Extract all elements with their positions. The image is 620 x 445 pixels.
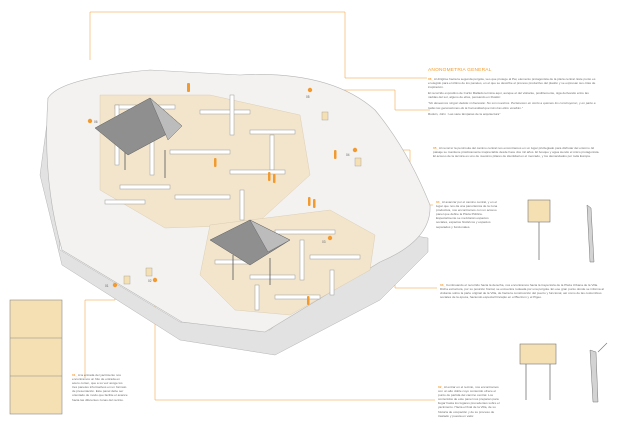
wall xyxy=(309,254,361,260)
site-panel xyxy=(354,157,362,167)
pergola-south xyxy=(209,219,291,285)
wall xyxy=(229,94,235,136)
sheet-heading: ANONOMETRIA GENERAL xyxy=(428,68,492,73)
wall xyxy=(274,294,321,300)
visitor-figure xyxy=(214,158,217,167)
panel-front xyxy=(519,343,557,365)
visitor-figure xyxy=(268,172,271,181)
panel-side xyxy=(589,349,599,403)
pergola-north xyxy=(94,97,183,178)
note-text: Al entrar en el recinto, nos encontramos… xyxy=(438,385,500,418)
panel-front xyxy=(527,199,551,223)
note-number: 03_ xyxy=(440,283,446,287)
intro-text-block: 06_ Al dirigirse hacia la segunda pérgol… xyxy=(428,77,596,116)
site-panel xyxy=(321,111,329,121)
note-number: 04_ xyxy=(436,200,442,204)
wall xyxy=(299,239,305,281)
intro-text-2: El recorrido expositivo de Curtió Mallad… xyxy=(428,91,589,100)
intro-number: 06_ xyxy=(428,77,434,81)
wall xyxy=(254,284,260,311)
marker-label-03: 03 xyxy=(322,240,326,244)
note-number: 02_ xyxy=(438,385,444,389)
pergola-roof-north-face xyxy=(149,97,183,141)
location-markers xyxy=(87,87,358,288)
marker-05 xyxy=(307,87,313,93)
marker-03 xyxy=(327,235,333,241)
site-panel xyxy=(145,267,153,277)
panel-bracket xyxy=(597,342,608,353)
marker-label-06: 06 xyxy=(94,120,98,124)
marker-01 xyxy=(112,282,118,288)
note-number: 01_ xyxy=(72,373,78,377)
marker-labels: 06 05 04 03 02 01 xyxy=(94,95,350,288)
note-02: 02_ Al entrar en el recinto, nos encontr… xyxy=(438,385,503,418)
wall xyxy=(174,194,231,200)
note-01: 01_ A la entrada del yacimiento nos enco… xyxy=(72,373,128,402)
wall xyxy=(229,169,286,175)
intro-source: Ruskin, John : Las siete lámparas de la … xyxy=(428,111,501,116)
wall xyxy=(199,109,251,115)
wall xyxy=(269,134,275,171)
note-number: 05_ xyxy=(433,146,439,150)
marker-label-01: 01 xyxy=(105,284,109,288)
intro-text: Al dirigirse hacia la segunda pérgola, v… xyxy=(428,77,596,90)
visitor-figure xyxy=(273,174,276,183)
visitor-figure xyxy=(313,199,316,208)
note-04: 04_ Al avanzar por el camino central, y … xyxy=(436,200,500,229)
marker-04 xyxy=(352,147,358,153)
visitor-figure xyxy=(308,197,311,206)
marker-02 xyxy=(152,277,158,283)
totem-panel xyxy=(9,299,63,415)
leader-line-01 xyxy=(84,285,116,378)
marker-06 xyxy=(87,118,93,124)
pergola-roof-south-face xyxy=(249,219,291,253)
wall xyxy=(249,129,296,135)
wall xyxy=(329,269,335,296)
visitor-figure xyxy=(334,150,337,159)
panel-detail-04 xyxy=(527,199,595,263)
intro-quote: "No deseemos ningún deleite ni bienestar… xyxy=(428,101,596,110)
wall xyxy=(104,199,146,205)
site-panel xyxy=(123,275,131,285)
marker-label-04: 04 xyxy=(346,153,350,157)
wall xyxy=(249,274,296,280)
leader-line-06 xyxy=(89,11,427,79)
panel-detail-01 xyxy=(9,299,63,415)
note-text: A la entrada del yacimiento nos encontra… xyxy=(72,373,128,402)
panel-detail-02 xyxy=(519,342,608,403)
visitor-figure xyxy=(187,83,190,92)
marker-label-02: 02 xyxy=(148,279,152,283)
wall xyxy=(119,184,171,190)
visitor-figure xyxy=(307,296,310,305)
wall xyxy=(274,229,336,235)
note-03: 03_ Continuando el recorrido hacia la de… xyxy=(440,283,606,299)
note-text: Al recorrer la península del camino cent… xyxy=(433,146,600,159)
wall xyxy=(169,149,231,155)
leader-line-05 xyxy=(310,89,430,111)
note-text: Al avanzar por el camino central, y en e… xyxy=(436,200,498,229)
wall xyxy=(239,189,245,221)
site-panels xyxy=(123,111,362,285)
visitor-figures xyxy=(187,83,337,305)
note-05: 05_ Al recorrer la península del camino … xyxy=(433,146,601,158)
panel-side xyxy=(586,204,595,263)
note-text: Continuando el recorrido hacia la derech… xyxy=(440,283,604,300)
marker-label-05: 05 xyxy=(306,95,310,99)
